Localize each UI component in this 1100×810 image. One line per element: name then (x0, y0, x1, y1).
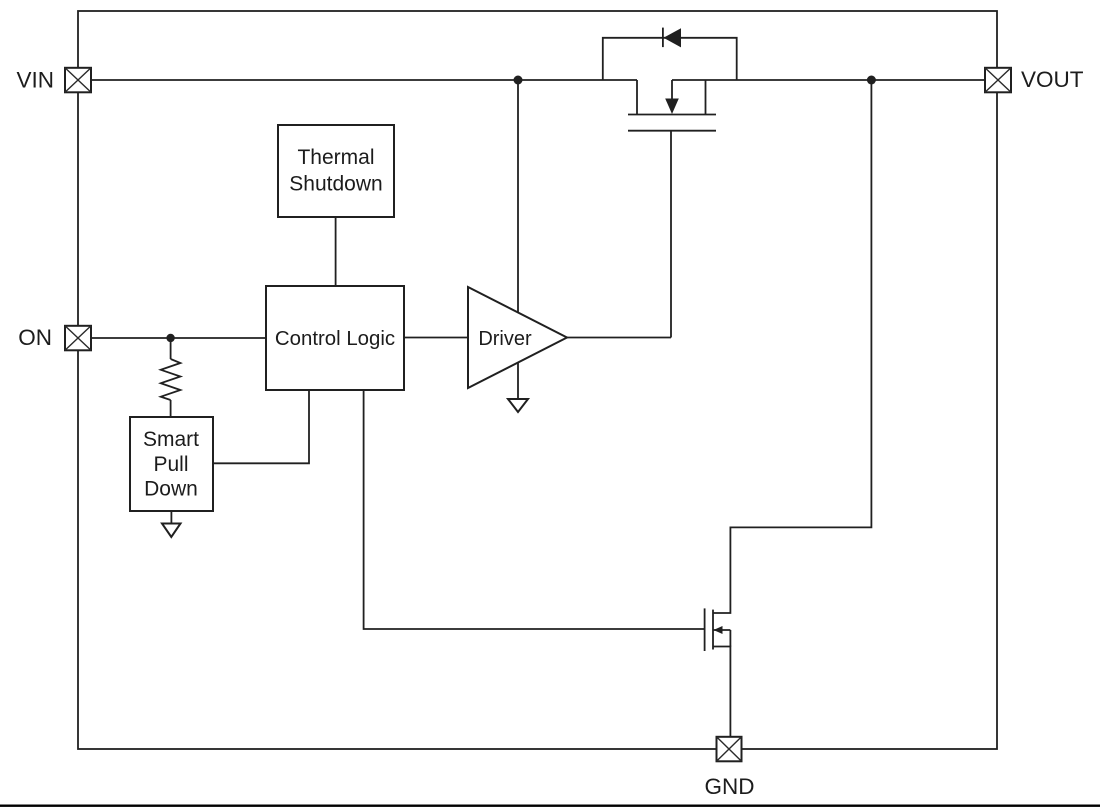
svg-text:Thermal: Thermal (297, 146, 374, 169)
svg-text:VOUT: VOUT (1021, 67, 1084, 92)
svg-text:Shutdown: Shutdown (289, 173, 382, 196)
svg-text:Driver: Driver (478, 328, 532, 350)
svg-text:Down: Down (144, 478, 198, 501)
svg-text:Control Logic: Control Logic (275, 328, 395, 350)
svg-text:Smart: Smart (143, 428, 199, 451)
svg-text:VIN: VIN (16, 68, 54, 93)
svg-text:ON: ON (18, 325, 52, 350)
svg-text:Pull: Pull (153, 453, 188, 476)
svg-text:GND: GND (705, 774, 755, 799)
